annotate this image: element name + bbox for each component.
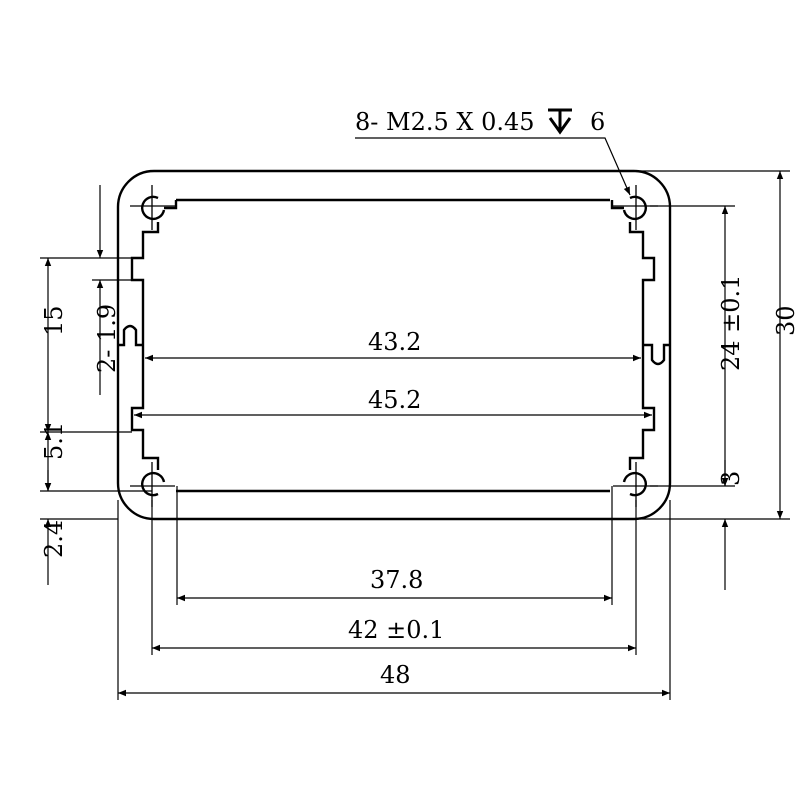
screw-hole [613, 185, 658, 230]
thread-callout: 8- M2.5 X 0.45 6 [355, 108, 631, 196]
dim-hole-offset: 3 [717, 460, 745, 590]
dim-bottom-inner: 37.8 [176, 486, 613, 605]
dim-hole-pitch-y: 24 ±0.1 [650, 205, 745, 487]
svg-text:30: 30 [772, 305, 800, 336]
screw-hole [130, 185, 175, 230]
svg-text:45.2: 45.2 [368, 386, 421, 414]
dim-rail-offset: 5.1 [40, 422, 152, 492]
screw-hole [613, 462, 658, 507]
thread-depth: 6 [590, 108, 605, 136]
svg-text:5.1: 5.1 [40, 422, 68, 460]
svg-text:42 ±0.1: 42 ±0.1 [348, 616, 444, 644]
svg-text:48: 48 [380, 661, 411, 689]
svg-text:43.2: 43.2 [368, 328, 421, 356]
svg-text:2.4: 2.4 [40, 520, 68, 558]
svg-text:37.8: 37.8 [370, 566, 423, 594]
enclosure-profile [116, 169, 672, 521]
dim-slot-height: 15 [40, 257, 132, 433]
dim-slot-gap: 2- 1.9 [92, 185, 132, 395]
screw-hole [130, 462, 175, 507]
dim-overall-height: 30 [640, 170, 800, 520]
svg-text:2- 1.9: 2- 1.9 [93, 304, 121, 373]
svg-text:3: 3 [717, 471, 745, 486]
thread-spec: 8- M2.5 X 0.45 [355, 108, 535, 136]
svg-text:15: 15 [40, 305, 68, 336]
dim-wall: 2.4 [40, 470, 118, 585]
depth-icon [548, 108, 572, 135]
dim-overall-width: 48 [117, 500, 671, 700]
svg-text:24 ±0.1: 24 ±0.1 [717, 275, 745, 371]
dim-inner-width: 43.2 [145, 328, 641, 362]
dim-rail-width: 45.2 [134, 386, 652, 419]
dim-hole-pitch-x: 42 ±0.1 [151, 500, 637, 655]
